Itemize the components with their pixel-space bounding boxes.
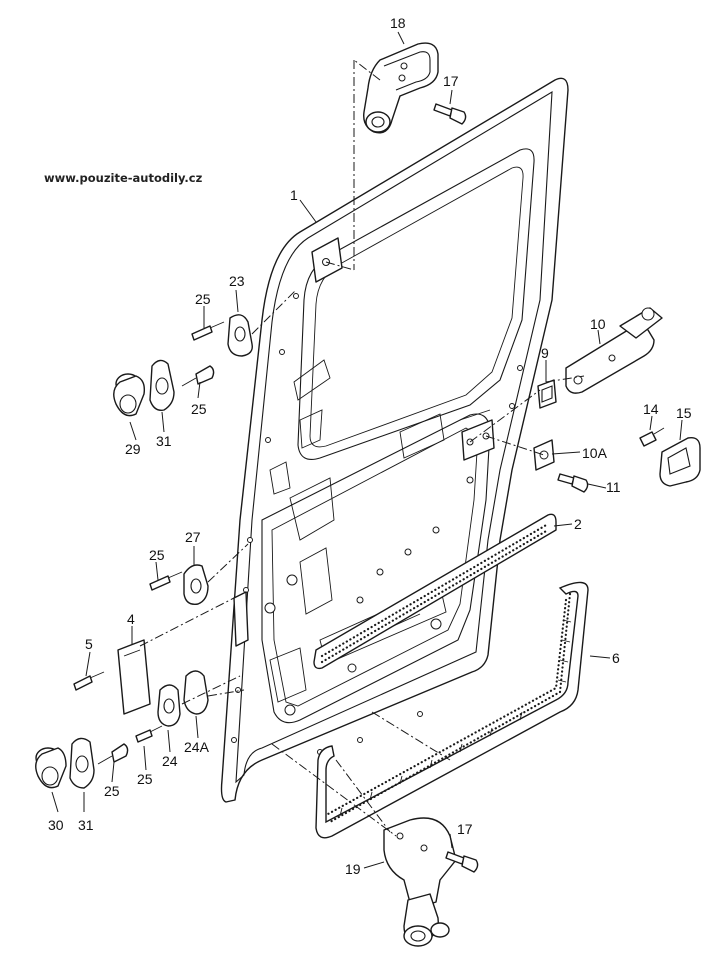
screw-5	[73, 671, 105, 691]
callout-23: 23	[229, 273, 245, 289]
callout-14: 14	[643, 401, 659, 417]
callout-2: 2	[574, 516, 582, 532]
callout-25-b: 25	[191, 401, 207, 417]
callout-15: 15	[676, 405, 692, 421]
callout-6: 6	[612, 650, 620, 666]
callout-25-a: 25	[195, 291, 211, 307]
bolt-17-top	[433, 103, 467, 125]
plug-30	[35, 747, 67, 789]
gasket-31-a	[149, 359, 175, 411]
callout-25-d: 25	[137, 771, 153, 787]
callout-9: 9	[541, 345, 549, 361]
callouts: 18 17 1 23 25 10 9 25 14 15 29 31 10A 11…	[48, 15, 692, 877]
callout-1: 1	[290, 187, 298, 203]
bracket-27	[183, 564, 209, 605]
watermark-text: www.pouzite-autodily.cz	[44, 171, 203, 185]
clip-9	[537, 379, 557, 409]
leader-lines	[51, 31, 683, 869]
callout-11: 11	[606, 479, 621, 495]
plate-10a	[533, 439, 555, 471]
door-shell	[220, 77, 569, 803]
callout-19: 19	[345, 861, 361, 877]
callout-4: 4	[127, 611, 135, 627]
callout-18: 18	[390, 15, 406, 31]
upper-hinge	[363, 42, 439, 134]
callout-27: 27	[185, 529, 201, 545]
bracket-23	[227, 314, 253, 357]
cover-4	[117, 639, 151, 715]
callout-24a: 24A	[184, 739, 210, 755]
door-seal	[315, 581, 589, 839]
assembly-lines	[139, 59, 585, 837]
callout-17-bottom: 17	[457, 821, 473, 837]
screw-25-e	[97, 743, 129, 765]
bolt-11	[557, 473, 589, 493]
screw-25-a	[191, 321, 225, 341]
bolt-17-bottom	[445, 851, 479, 873]
callout-17-top: 17	[443, 73, 459, 89]
gasket-31-b	[69, 737, 95, 789]
guide-rail-10	[565, 307, 663, 394]
callout-25-c: 25	[149, 547, 165, 563]
lower-hinge	[383, 817, 457, 947]
screw-25-b	[181, 365, 215, 387]
gasket-24a	[183, 670, 209, 715]
bracket-24	[157, 684, 181, 727]
trim-strip	[313, 513, 557, 670]
screw-25-d	[135, 725, 163, 743]
plug-29	[113, 373, 146, 417]
callout-31-a: 31	[156, 433, 172, 449]
callout-24: 24	[162, 753, 178, 769]
callout-29: 29	[125, 441, 141, 457]
striker-15	[659, 437, 701, 487]
callout-10: 10	[590, 316, 606, 332]
callout-30: 30	[48, 817, 64, 833]
screw-14	[639, 427, 665, 447]
callout-5: 5	[85, 636, 93, 652]
callout-10a: 10A	[582, 445, 608, 461]
callout-31-b: 31	[78, 817, 94, 833]
callout-25-e: 25	[104, 783, 120, 799]
screw-25-c	[149, 571, 183, 591]
